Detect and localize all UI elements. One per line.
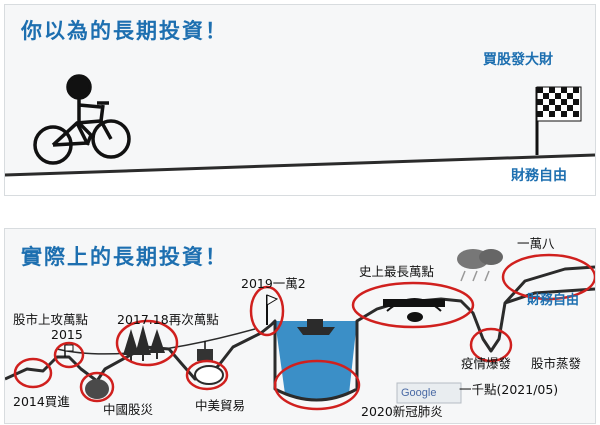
top-panel-title: 你以為的長期投資！	[21, 19, 228, 43]
storm-cloud-icon	[457, 249, 503, 282]
top-ground-label: 財務自由	[511, 168, 567, 184]
flat-ground	[5, 155, 595, 195]
label-peak: 一萬八	[517, 236, 555, 251]
label-china-crash: 中國股災	[103, 402, 154, 417]
label-record: 史上最長萬點	[359, 264, 435, 279]
cyclist-icon	[33, 74, 131, 165]
label-pandemic-line1: 疫情爆發	[461, 356, 512, 371]
circle-peak	[501, 253, 595, 301]
ship-icon	[297, 319, 335, 335]
label-2015-line1: 股市上攻萬點	[13, 312, 89, 327]
circle-trade-war	[185, 359, 229, 391]
ground-line	[5, 153, 595, 177]
label-pandemic-line2: 一千點(2021/05)	[459, 382, 559, 397]
china-crash-pit	[85, 379, 109, 399]
label-market-up: 股市蒸發	[531, 356, 582, 371]
circle-china-crash	[79, 371, 115, 403]
circle-pandemic	[469, 327, 513, 363]
bottom-ground-label: 財務自由	[527, 293, 580, 308]
circle-2017	[115, 319, 179, 367]
flag-2015-icon	[64, 344, 74, 357]
bottom-panel: 實際上的長期投資！	[4, 228, 596, 424]
top-panel-illustration	[5, 74, 595, 195]
label-trade-war: 中美貿易	[195, 398, 246, 413]
market-terrain-line	[5, 265, 595, 402]
checkered-flag-icon	[535, 86, 582, 155]
flag-2019-icon	[266, 294, 279, 325]
bottom-panel-title: 實際上的長期投資！	[21, 245, 228, 269]
google-sign	[396, 382, 462, 404]
tree-icons	[123, 325, 165, 361]
trade-war-pit	[194, 365, 224, 385]
cable-car-icon	[197, 341, 213, 361]
label-2014: 2014買進	[13, 394, 70, 409]
google-sign-text: Google	[401, 387, 437, 399]
top-panel: 你以為的長期投資！	[4, 4, 596, 196]
circle-2015	[53, 341, 85, 369]
circle-covid	[273, 359, 361, 411]
tunnel-icon	[383, 298, 445, 322]
circle-record	[351, 281, 475, 329]
label-2019: 2019一萬2	[241, 276, 306, 291]
circle-2019	[249, 285, 285, 337]
peak-ground-line	[504, 287, 595, 305]
label-2015-line2: 2015	[51, 327, 83, 342]
label-covid: 2020新冠肺炎	[361, 404, 443, 419]
bottom-panel-illustration	[5, 249, 595, 411]
label-2017: 2017.18再次萬點	[117, 312, 219, 327]
goal-label: 買股發大財	[483, 52, 553, 68]
annotation-circles	[13, 253, 595, 411]
circle-2014	[13, 357, 53, 389]
